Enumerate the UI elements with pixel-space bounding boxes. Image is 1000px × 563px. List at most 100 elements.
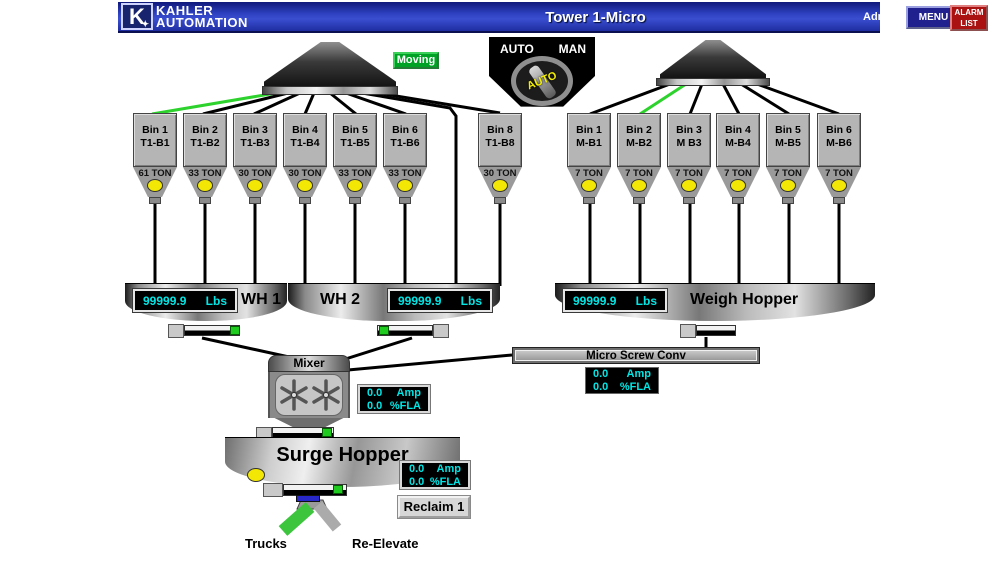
micro-screw-conveyor-label: Micro Screw Conv xyxy=(515,350,757,362)
mixer-amp-unit: Amp xyxy=(396,387,421,399)
auto-man-switch[interactable]: AUTO xyxy=(511,56,573,106)
weigh-hopper-wh2[interactable]: WH 2 99999.9 Lbs xyxy=(288,283,500,321)
surge-gate-actuator[interactable] xyxy=(263,483,283,497)
wh2-gate-status-indicator xyxy=(379,326,389,335)
bin-level-label: 30 TON xyxy=(238,168,272,179)
bin-tag: T1-B5 xyxy=(340,137,370,149)
bin-status-indicator xyxy=(247,179,263,192)
logged-in-user: Admin xyxy=(863,11,898,23)
bin-name: Bin 4 xyxy=(725,124,751,136)
paddle-wheels-icon xyxy=(280,379,340,411)
wh1-gate-actuator[interactable] xyxy=(168,324,184,338)
right-distributor-rim xyxy=(656,78,770,86)
wh2-gate-actuator[interactable] xyxy=(433,324,449,338)
bin-tag: M-B4 xyxy=(725,137,751,149)
company-logo: K✦ KAHLER AUTOMATION xyxy=(121,3,248,30)
conveyor-amp-unit: Amp xyxy=(626,368,651,380)
surge-hopper-label: Surge Hopper xyxy=(276,444,409,466)
bin-funnel: 30 TON xyxy=(478,167,522,197)
bin-status-indicator xyxy=(297,179,313,192)
bin-status-indicator xyxy=(581,179,597,192)
bin-outlet xyxy=(633,197,645,204)
bin-name: Bin 6 xyxy=(826,124,852,136)
bin-level-label: 30 TON xyxy=(288,168,322,179)
bin-funnel: 33 TON xyxy=(383,167,427,197)
bin-name: Bin 1 xyxy=(576,124,602,136)
micro-hopper-gate[interactable] xyxy=(696,325,736,336)
bin-level-label: 61 TON xyxy=(138,168,172,179)
bin-level-label: 33 TON xyxy=(338,168,372,179)
logo-text: KAHLER AUTOMATION xyxy=(156,2,248,30)
wh2-label: WH 2 xyxy=(320,291,360,308)
surge-hopper-status-indicator xyxy=(247,468,265,482)
bin-outlet xyxy=(782,197,794,204)
wh1-weight-unit: Lbs xyxy=(205,293,227,308)
bin-outlet xyxy=(299,197,311,204)
left-distributor-rim xyxy=(262,86,398,95)
bin-funnel: 7 TON xyxy=(567,167,611,197)
bin-name: Bin 5 xyxy=(775,124,801,136)
mixer-paddles xyxy=(275,374,343,416)
menu-button[interactable]: MENU xyxy=(906,6,961,29)
bin-outlet xyxy=(833,197,845,204)
bin-outlet xyxy=(349,197,361,204)
bin-status-indicator xyxy=(730,179,746,192)
bin-tag: T1-B4 xyxy=(290,137,320,149)
diverter-valve[interactable] xyxy=(296,495,320,502)
bin-outlet xyxy=(149,197,161,204)
weigh-hopper-wh1[interactable]: 99999.9 Lbs WH 1 xyxy=(125,283,287,321)
surge-amp-value: 0.0 xyxy=(409,463,425,475)
wh2-gate[interactable] xyxy=(377,325,433,336)
bin-name: Bin 4 xyxy=(292,124,318,136)
logo-k-icon: K✦ xyxy=(121,3,153,30)
wh1-weight-display: 99999.9 Lbs xyxy=(132,288,238,313)
bin-status-indicator xyxy=(397,179,413,192)
bin-name: Bin 2 xyxy=(192,124,218,136)
surge-fla-unit: %FLA xyxy=(429,476,461,488)
bin-level-label: 30 TON xyxy=(483,168,517,179)
mixer-amp-value: 0.0 xyxy=(367,387,383,399)
starburst-icon: ✦ xyxy=(141,19,149,29)
mixer-gate-status-indicator xyxy=(322,428,332,437)
mixer-fla-value: 0.0 xyxy=(367,400,383,412)
bin-funnel: 7 TON xyxy=(766,167,810,197)
surge-fla-value: 0.0 xyxy=(409,476,425,488)
reclaim-1-button[interactable]: Reclaim 1 xyxy=(397,495,471,519)
route-trucks-label: Trucks xyxy=(245,536,287,551)
bin-outlet xyxy=(249,197,261,204)
bin-level-label: 33 TON xyxy=(188,168,222,179)
wh1-weight-value: 99999.9 xyxy=(143,293,187,308)
micro-hopper-gate-actuator[interactable] xyxy=(680,324,696,338)
bin-funnel: 30 TON xyxy=(283,167,327,197)
micro-weight-display: 99999.9 Lbs xyxy=(562,288,668,313)
title-bar: K✦ KAHLER AUTOMATION Tower 1-Micro Admin… xyxy=(118,2,988,33)
bin-level-label: 7 TON xyxy=(625,168,653,179)
bin-name: Bin 8 xyxy=(487,124,513,136)
bin-status-indicator xyxy=(147,179,163,192)
wh1-gate-status-indicator xyxy=(230,326,240,335)
micro-screw-conveyor[interactable]: Micro Screw Conv xyxy=(512,347,760,364)
mixer[interactable]: Mixer xyxy=(268,355,350,427)
bin-tag: M-B5 xyxy=(775,137,801,149)
bin-status-indicator xyxy=(631,179,647,192)
distributor-status-badge: Moving xyxy=(393,52,439,69)
alarm-list-button[interactable]: ALARM LIST xyxy=(950,5,988,31)
bin-name: Bin 1 xyxy=(142,124,168,136)
bin-name: Bin 6 xyxy=(392,124,418,136)
bin-tag: M-B6 xyxy=(826,137,852,149)
